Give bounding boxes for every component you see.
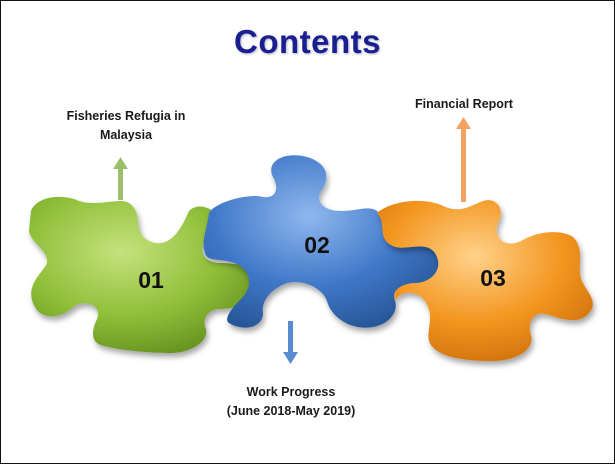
piece-number-01: 01 bbox=[138, 267, 164, 293]
item-label-line: Work Progress bbox=[246, 385, 336, 399]
puzzle-piece-01 bbox=[29, 196, 262, 353]
item-label-01: Fisheries Refugia in Malaysia bbox=[41, 107, 211, 145]
item-label-line: (June 2018-May 2019) bbox=[226, 404, 356, 418]
piece-number-03: 03 bbox=[480, 265, 506, 291]
piece-number-02: 02 bbox=[304, 232, 330, 258]
item-label-line: Financial Report bbox=[415, 97, 513, 111]
item-label-line: Malaysia bbox=[99, 128, 153, 142]
item-label-02: Work Progress (June 2018-May 2019) bbox=[206, 383, 376, 421]
item-label-03: Financial Report bbox=[394, 95, 534, 114]
puzzle-piece-02 bbox=[203, 155, 439, 328]
puzzle-piece-03 bbox=[377, 200, 593, 361]
slide-title: Contents bbox=[234, 23, 381, 60]
arrow-up-icon bbox=[456, 117, 471, 202]
arrow-up-icon bbox=[113, 157, 128, 200]
arrow-down-icon bbox=[283, 321, 298, 364]
item-label-line: Fisheries Refugia in bbox=[66, 109, 186, 123]
